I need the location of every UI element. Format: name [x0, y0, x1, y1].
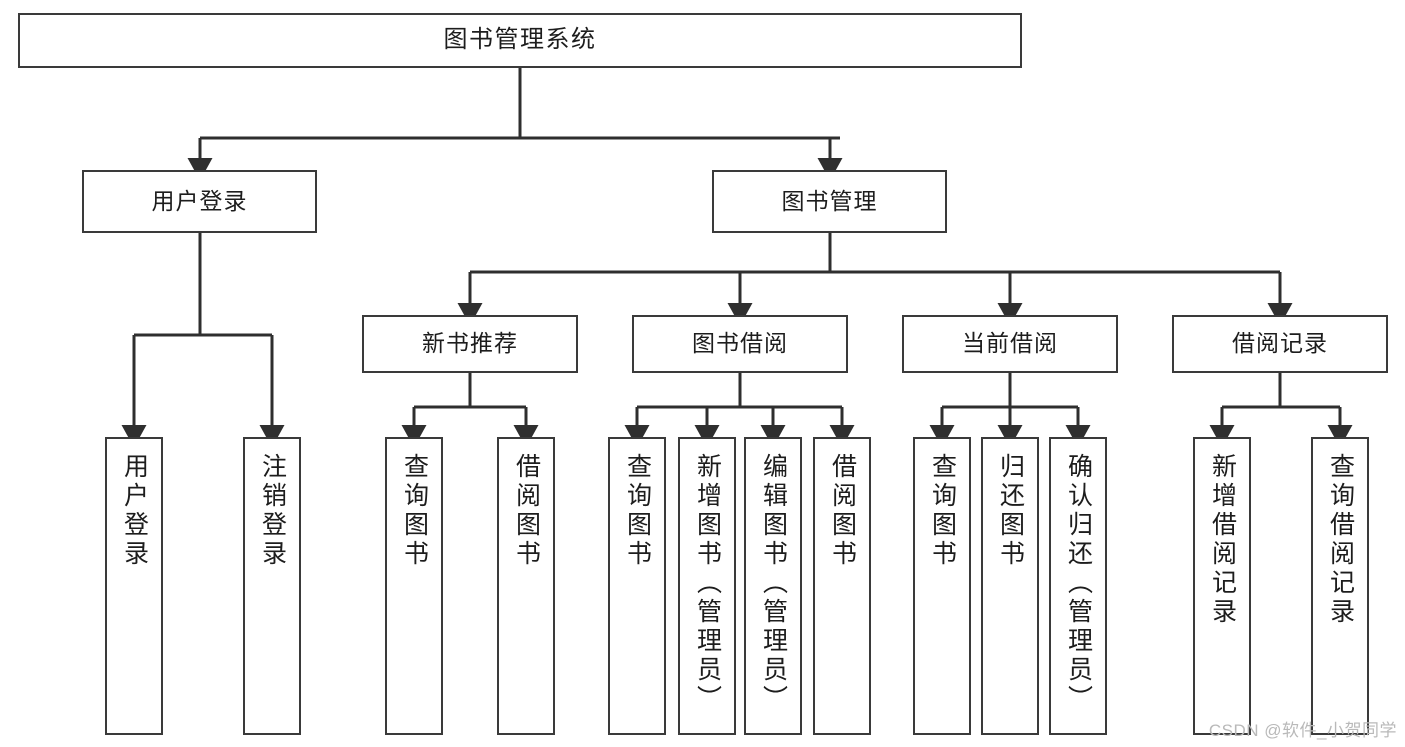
leaf-borrow-book[interactable]: 借阅图书: [813, 437, 871, 735]
node-label: 注销登录: [258, 453, 287, 569]
node-current-borrow[interactable]: 当前借阅: [902, 315, 1118, 373]
leaf-edit-book-admin[interactable]: 编辑图书（管理员）: [744, 437, 802, 735]
leaf-user-login[interactable]: 用户登录: [105, 437, 163, 735]
leaf-add-borrow-record[interactable]: 新增借阅记录: [1193, 437, 1251, 735]
node-label: 编辑图书（管理员）: [759, 453, 788, 714]
node-label: 查询图书: [928, 453, 957, 569]
node-label: 用户登录: [120, 453, 149, 569]
node-label: 新增图书（管理员）: [693, 453, 722, 714]
node-book-borrow[interactable]: 图书借阅: [632, 315, 848, 373]
node-label: 查询图书: [623, 453, 652, 569]
node-label: 借阅记录: [1232, 330, 1328, 357]
node-root-system[interactable]: 图书管理系统: [18, 13, 1022, 68]
node-label: 图书管理: [781, 187, 878, 214]
leaf-query-book-recommend[interactable]: 查询图书: [385, 437, 443, 735]
node-user-login[interactable]: 用户登录: [82, 170, 317, 233]
leaf-confirm-return-admin[interactable]: 确认归还（管理员）: [1049, 437, 1107, 735]
node-label: 查询借阅记录: [1326, 453, 1355, 627]
leaf-borrow-book-recommend[interactable]: 借阅图书: [497, 437, 555, 735]
node-label: 归还图书: [996, 453, 1025, 569]
node-label: 借阅图书: [512, 453, 541, 569]
leaf-return-book[interactable]: 归还图书: [981, 437, 1039, 735]
node-new-book-recommend[interactable]: 新书推荐: [362, 315, 578, 373]
node-book-management[interactable]: 图书管理: [712, 170, 947, 233]
node-label: 用户登录: [151, 187, 248, 214]
node-label: 当前借阅: [962, 330, 1058, 357]
node-label: 借阅图书: [828, 453, 857, 569]
node-label: 图书借阅: [692, 330, 788, 357]
leaf-query-book-borrow[interactable]: 查询图书: [608, 437, 666, 735]
node-label: 确认归还（管理员）: [1064, 453, 1093, 714]
leaf-add-book-admin[interactable]: 新增图书（管理员）: [678, 437, 736, 735]
node-borrow-record[interactable]: 借阅记录: [1172, 315, 1388, 373]
node-label: 新书推荐: [422, 330, 518, 357]
leaf-query-borrow-record[interactable]: 查询借阅记录: [1311, 437, 1369, 735]
leaf-query-book-current[interactable]: 查询图书: [913, 437, 971, 735]
node-label: 图书管理系统: [443, 26, 597, 54]
leaf-logout[interactable]: 注销登录: [243, 437, 301, 735]
node-label: 新增借阅记录: [1208, 453, 1237, 627]
node-label: 查询图书: [400, 453, 429, 569]
